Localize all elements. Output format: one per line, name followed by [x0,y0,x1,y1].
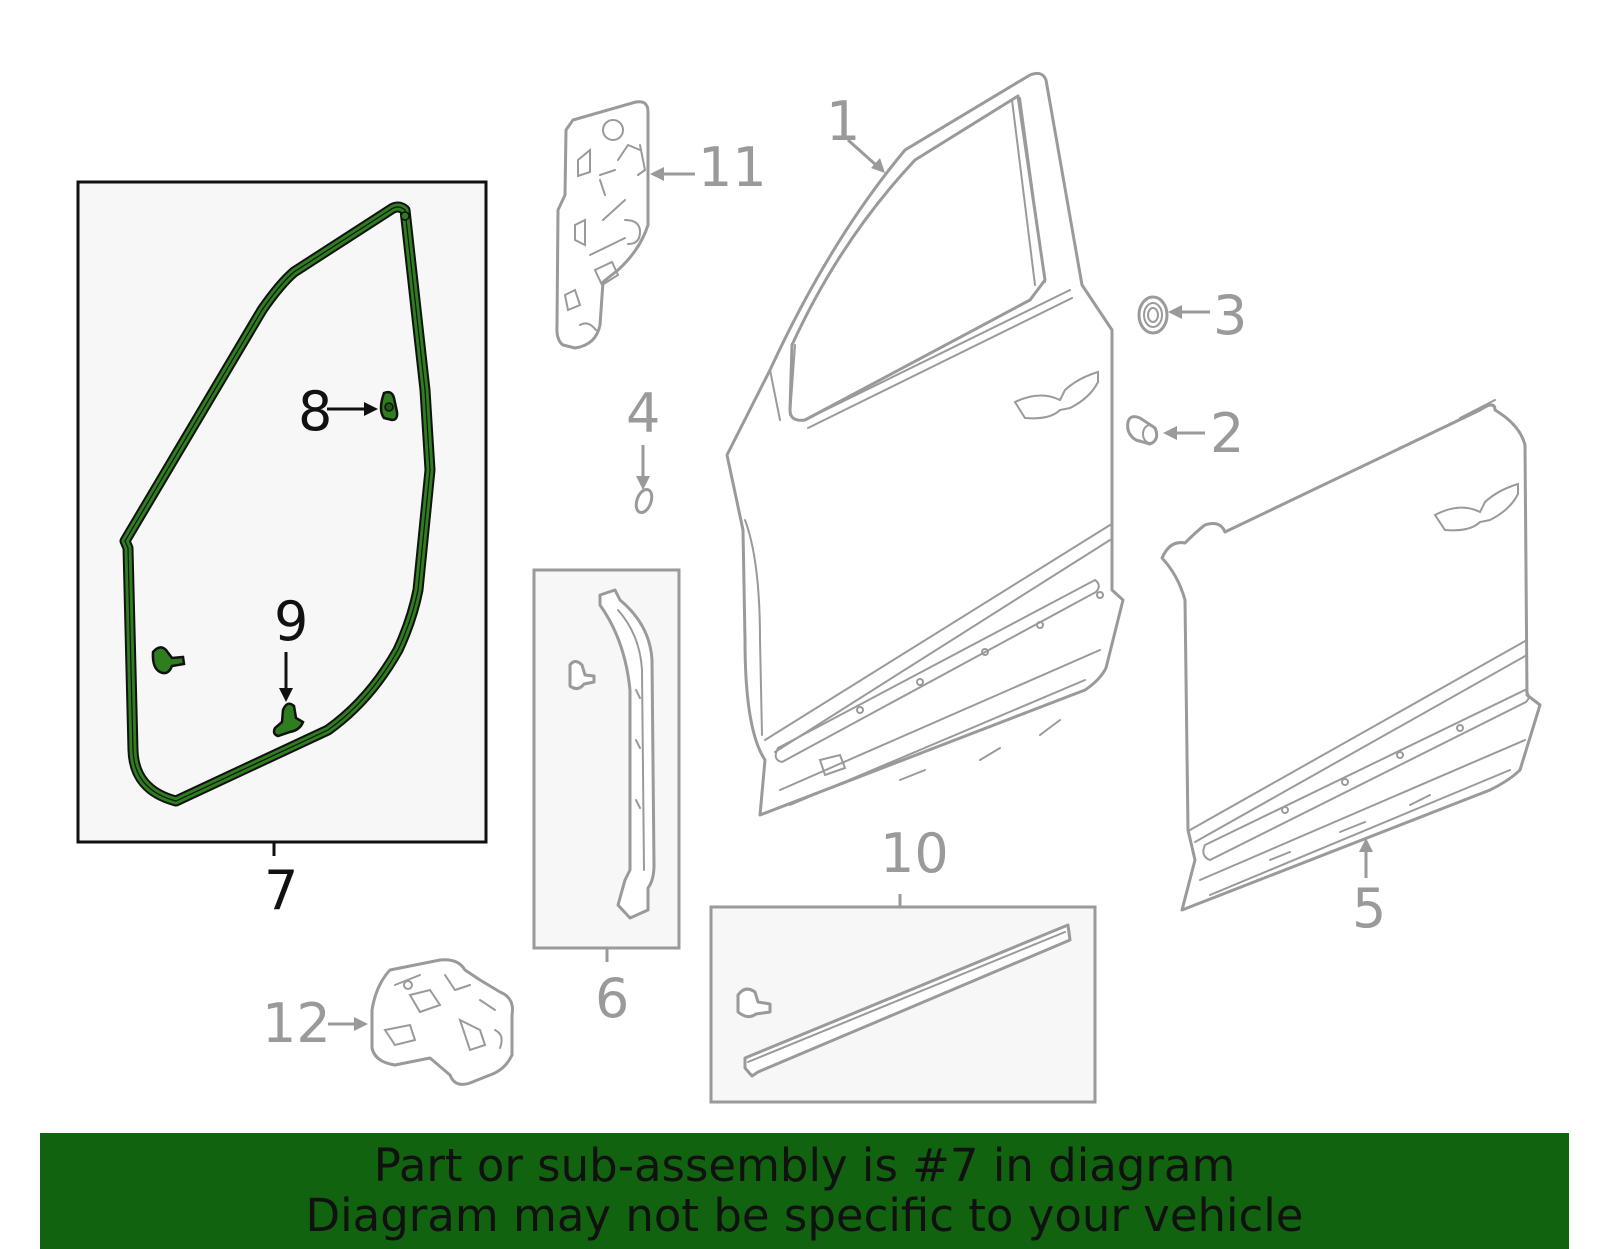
banner-line-1: Part or sub-assembly is #7 in diagram [373,1139,1236,1192]
callout-11: 11 [698,136,767,199]
clip-left-side[interactable] [151,646,186,675]
clip-8[interactable] [379,390,399,422]
part-3-plug[interactable] [1137,295,1169,335]
callout-7: 7 [264,859,298,922]
callout-2: 2 [1210,402,1244,465]
callout-9: 9 [274,590,308,653]
part-10-group[interactable]: 10 [709,822,1097,1104]
part-6-pillar-garnish[interactable] [568,588,656,920]
callout-8: 8 [298,380,332,443]
part-2-bushing[interactable] [1126,415,1159,446]
callout-5: 5 [1352,877,1386,940]
part-11-hinge-bracket[interactable] [555,100,650,350]
callout-4: 4 [626,382,660,445]
part-1-front-door-shell[interactable] [725,71,1125,817]
part-5-door-outer-panel[interactable] [1160,399,1542,912]
callout-10: 10 [880,822,949,885]
part-12-bracket[interactable] [370,958,514,1086]
clip-9[interactable] [272,702,305,738]
callout-3: 3 [1213,284,1247,347]
part-7-group[interactable]: 8 9 7 [76,180,488,922]
door-weatherstrip-seal[interactable] [119,201,436,807]
callout-12: 12 [262,992,331,1055]
part-6-group[interactable]: 6 [532,568,681,1030]
part-6-box [532,568,681,950]
banner-line-2: Diagram may not be specific to your vehi… [305,1189,1304,1242]
part-10-molding-strip[interactable] [736,923,1072,1078]
notice-banner: Part or sub-assembly is #7 in diagram Di… [40,1133,1569,1249]
callout-1: 1 [826,90,860,153]
part-4-ring[interactable] [633,487,654,515]
callout-6: 6 [595,967,629,1030]
